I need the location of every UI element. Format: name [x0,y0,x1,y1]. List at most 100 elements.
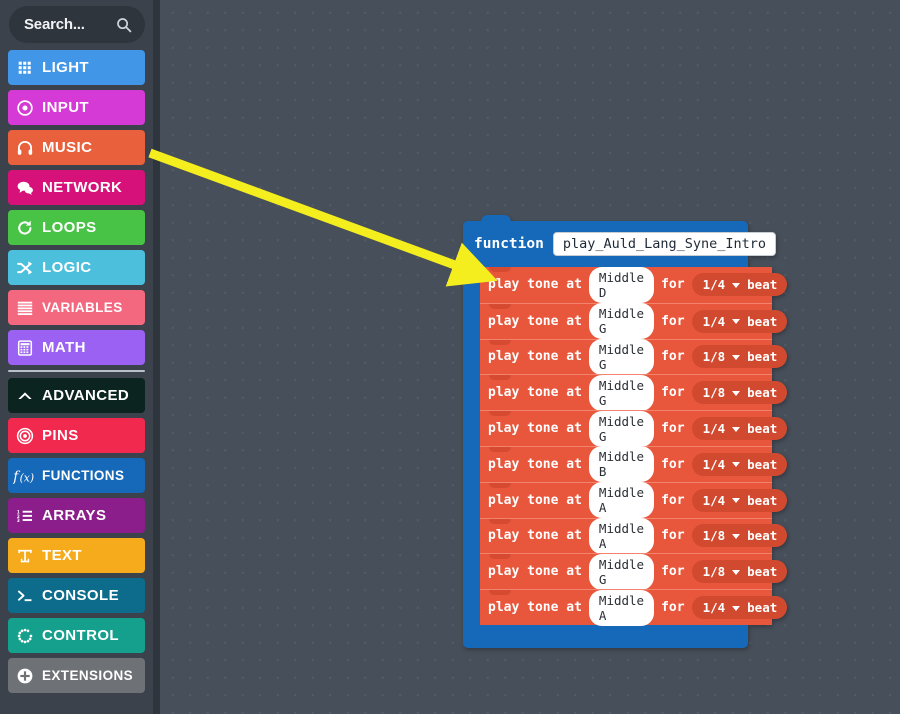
note-dropdown-field[interactable]: Middle A [588,589,655,626]
toolbox-category-pins[interactable]: PINS [8,418,145,453]
beat-unit-label: beat [747,385,778,401]
toolbox-category-console[interactable]: CONSOLE [8,578,145,613]
toolbox-divider [8,370,145,372]
toolbox-category-functions[interactable]: f(x)FUNCTIONS [8,458,145,493]
search-placeholder: Search... [24,16,85,33]
toolbox-category-math[interactable]: MATH [8,330,145,365]
toolbox-category-label: NETWORK [42,179,123,196]
beat-unit-label: beat [747,528,778,544]
fx-icon: f(x) [8,467,42,485]
chevron-down-icon [732,282,741,288]
grid-icon [8,59,42,77]
workspace-left-edge [153,0,160,714]
beat-unit-label: beat [747,313,778,329]
beat-unit-label: beat [747,600,778,616]
toolbox-category-music[interactable]: MUSIC [8,130,145,165]
function-block-header[interactable]: function play_Auld_Lang_Syne_Intro [463,215,777,267]
note-dropdown-field[interactable]: Middle G [588,339,655,375]
block-for-label: for [661,456,685,472]
function-block[interactable]: function play_Auld_Lang_Syne_Intro play … [463,215,788,648]
toolbox-category-input[interactable]: INPUT [8,90,145,125]
toolbox-category-light[interactable]: LIGHT [8,50,145,85]
lines-icon [8,299,42,317]
toolbox-category-label: LOGIC [42,259,92,276]
block-prefix-label: play tone at [488,528,582,544]
function-keyword-label: function [474,236,544,252]
search-icon [116,17,132,33]
toolbox-category-label: LOOPS [42,219,97,236]
toolbox-category-extensions[interactable]: EXTENSIONS [8,658,145,693]
beat-dropdown-field[interactable]: 1/4 beat [691,596,788,620]
block-prefix-label: play tone at [488,492,582,508]
toolbox-category-label: VARIABLES [42,300,123,315]
note-dropdown-field[interactable]: Middle B [588,446,655,483]
chevron-down-icon [732,354,741,360]
beat-unit-label: beat [747,277,778,293]
block-for-label: for [661,313,685,329]
play-tone-block[interactable]: play tone at Middle D for 1/4 beat [480,266,788,303]
toolbox-category-loops[interactable]: LOOPS [8,210,145,245]
beat-dropdown-field[interactable]: 1/4 beat [691,309,788,333]
toolbox-category-label: FUNCTIONS [42,468,125,483]
shuffle-icon [8,259,42,277]
note-dropdown-field[interactable]: Middle G [588,410,655,447]
toolbox-category-logic[interactable]: LOGIC [8,250,145,285]
chevron-down-icon [732,319,741,325]
note-dropdown-field[interactable]: Middle G [588,303,655,340]
block-prefix-label: play tone at [488,456,582,472]
plus-circle-icon [8,667,42,685]
speech-bubbles-icon [8,179,42,197]
beat-unit-label: beat [747,492,778,508]
block-prefix-label: play tone at [488,349,582,365]
block-for-label: for [661,349,685,365]
note-dropdown-field[interactable]: Middle A [588,517,655,554]
beat-dropdown-field[interactable]: 1/4 beat [691,273,788,297]
toolbox-category-label: LIGHT [42,59,89,76]
toolbox-category-advanced[interactable]: ADVANCED [8,378,145,413]
note-dropdown-field[interactable]: Middle G [588,553,655,590]
note-dropdown-field[interactable]: Middle A [588,482,655,519]
toolbox-category-variables[interactable]: VARIABLES [8,290,145,325]
toolbox-category-control[interactable]: CONTROL [8,618,145,653]
toolbox-category-label: INPUT [42,99,89,116]
block-for-label: for [661,277,685,293]
search-input[interactable]: Search... [9,6,145,43]
loop-arrow-icon [8,219,42,237]
block-prefix-label: play tone at [488,277,582,293]
beat-value-label: 1/4 [702,600,726,616]
function-name-field[interactable]: play_Auld_Lang_Syne_Intro [552,232,777,256]
beat-value-label: 1/4 [702,277,726,293]
headphones-icon [8,139,42,157]
block-prefix-label: play tone at [488,385,582,401]
toolbox-category-label: MUSIC [42,139,93,156]
beat-value-label: 1/4 [702,313,726,329]
note-dropdown-field[interactable]: Middle D [588,266,655,303]
beat-value-label: 1/4 [702,456,726,472]
block-for-label: for [661,528,685,544]
toolbox-category-text[interactable]: TEXT [8,538,145,573]
block-prefix-label: play tone at [488,421,582,437]
note-dropdown-field[interactable]: Middle G [588,374,655,411]
toolbox-category-network[interactable]: NETWORK [8,170,145,205]
chevron-down-icon [732,462,741,468]
chevron-down-icon [732,533,741,539]
toolbox-sidebar: Search... LIGHT INPUT MUSIC NETWORK LOOPS LOG… [0,0,153,714]
svg-text:(x): (x) [20,471,35,484]
